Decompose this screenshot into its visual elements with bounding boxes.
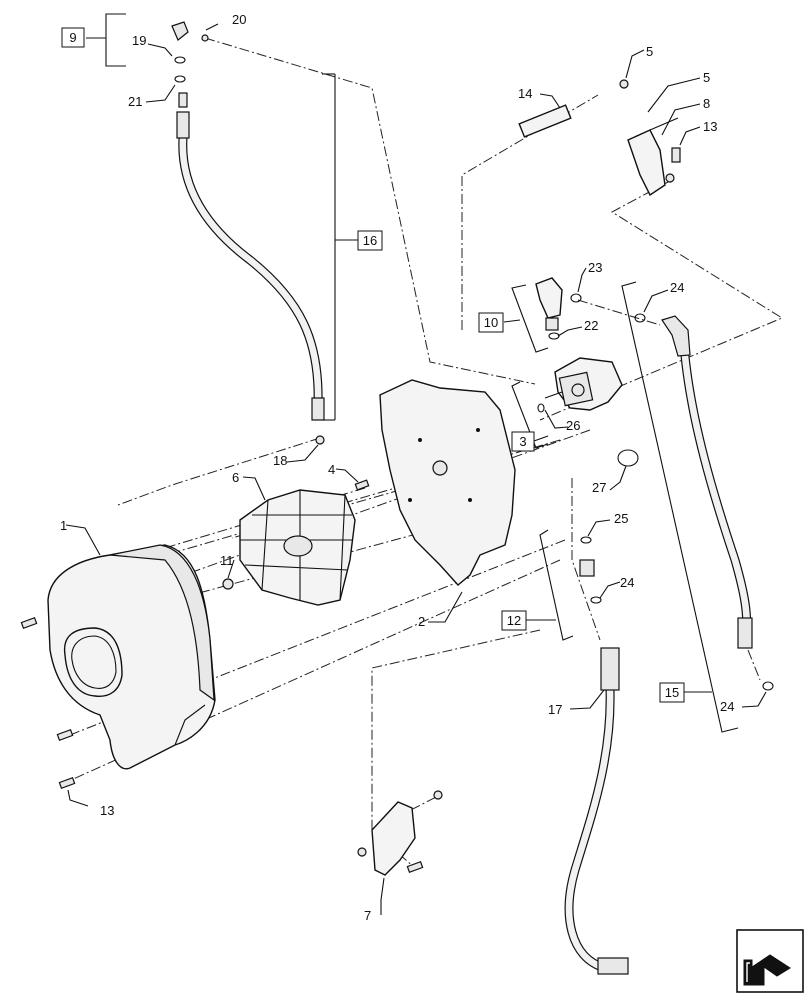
bracket-10 (511, 284, 549, 353)
callout-labels: 1 2 4 5 5 6 7 8 11 13 13 14 17 18 19 20 … (60, 12, 734, 923)
group-brackets (86, 13, 739, 733)
back-arrow-icon[interactable] (736, 929, 804, 993)
callout-6: 6 (232, 470, 239, 485)
fan-housing (47, 544, 216, 770)
fan-impeller (239, 489, 356, 606)
hose-17 (564, 647, 629, 975)
callout-17: 17 (548, 702, 562, 717)
callout-23: 23 (588, 260, 602, 275)
callout-14: 14 (518, 86, 532, 101)
callout-24a: 24 (670, 280, 684, 295)
callout-24b: 24 (620, 575, 634, 590)
callout-26: 26 (566, 418, 580, 433)
nut-icon (222, 578, 234, 590)
callout-3: 3 (519, 434, 526, 449)
callout-9: 9 (69, 30, 76, 45)
hydraulic-motor (544, 357, 639, 467)
leader-lines (65, 23, 767, 915)
callout-25: 25 (614, 511, 628, 526)
hose-16 (171, 21, 325, 421)
bolt-icon (354, 479, 370, 491)
bolt-icon (56, 729, 74, 741)
pin-14 (518, 79, 629, 138)
cover-plate-7 (357, 790, 443, 876)
callout-1: 1 (60, 518, 67, 533)
callout-19: 19 (132, 33, 146, 48)
callout-24c: 24 (720, 699, 734, 714)
bolt-icon (20, 617, 38, 629)
bracket-3 (511, 381, 549, 449)
bracket-8 (627, 117, 681, 197)
nut-icon (315, 435, 325, 445)
shroud-plate (379, 379, 516, 586)
callout-27: 27 (592, 480, 606, 495)
callout-12: 12 (507, 613, 521, 628)
elbow-fitting-10 (535, 277, 582, 340)
callout-15: 15 (665, 685, 679, 700)
callout-2: 2 (418, 614, 425, 629)
callout-5a: 5 (646, 44, 653, 59)
bolt-icon (58, 777, 76, 789)
callout-8: 8 (703, 96, 710, 111)
bracket-15 (621, 281, 739, 733)
callout-11: 11 (220, 553, 234, 568)
fasteners (20, 34, 774, 789)
callout-13a: 13 (100, 803, 114, 818)
callout-10: 10 (484, 315, 498, 330)
callout-13b: 13 (703, 119, 717, 134)
adapter-12 (579, 536, 602, 604)
callout-20: 20 (232, 12, 246, 27)
bracket-9 (105, 13, 126, 67)
callout-7: 7 (364, 908, 371, 923)
callout-18: 18 (273, 453, 287, 468)
callout-22: 22 (584, 318, 598, 333)
boxed-callouts: 9 16 10 3 12 15 (61, 27, 685, 703)
bracket-12 (539, 529, 574, 641)
callout-5b: 5 (703, 70, 710, 85)
hose-15 (661, 315, 753, 649)
callout-4: 4 (328, 462, 335, 477)
callout-21: 21 (128, 94, 142, 109)
callout-16: 16 (363, 233, 377, 248)
